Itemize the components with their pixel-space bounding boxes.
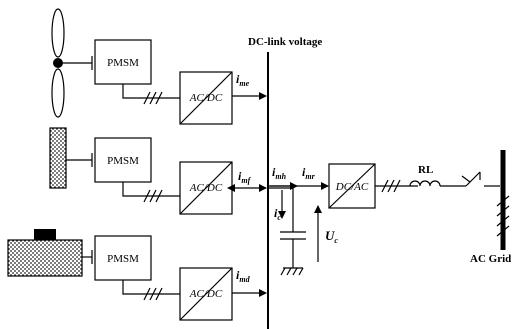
engine-top — [34, 229, 56, 240]
wire-capacitor — [268, 187, 294, 232]
pmsm-box-3 — [94, 235, 152, 281]
imf-main: i — [238, 169, 242, 183]
ac-dc-label-2: AC/DC — [189, 182, 223, 194]
uc-main: U — [325, 228, 335, 243]
three-phase-mark-2 — [143, 189, 163, 203]
ac-dc-label-1: AC/DC — [189, 92, 223, 104]
ground-icon — [280, 267, 304, 276]
energy-storage-icon — [49, 127, 67, 189]
grid-hatch — [496, 195, 510, 237]
current-label-ime: ime — [236, 72, 250, 88]
wire-pmsm2-rect — [122, 182, 180, 197]
current-label-imh: imh — [272, 165, 287, 181]
three-phase-mark-1 — [143, 91, 163, 105]
ime-main: i — [236, 72, 240, 86]
ac-dc-label-3: AC/DC — [189, 288, 223, 300]
pmsm-label-2: PMSM — [107, 155, 139, 167]
current-label-imf: imf — [238, 169, 252, 185]
switch-icon — [461, 171, 500, 187]
current-label-imd: imd — [236, 268, 251, 284]
three-phase-mark-out — [381, 179, 401, 193]
imr-main: i — [302, 165, 306, 179]
ac-grid-label: AC Grid — [470, 253, 511, 265]
rl-label: RL — [418, 164, 433, 176]
pmsm-label-1: PMSM — [107, 57, 139, 69]
imd-sub: md — [239, 275, 250, 284]
pmsm-box-1 — [94, 39, 152, 85]
ime-sub: me — [239, 79, 249, 88]
imh-sub: mh — [275, 172, 286, 181]
imf-sub: mf — [241, 176, 251, 185]
current-label-ic: ic — [274, 206, 281, 222]
imh-main: i — [272, 165, 276, 179]
ic-main: i — [274, 206, 278, 220]
wind-turbine-icon — [51, 8, 93, 118]
three-phase-mark-3 — [143, 287, 163, 301]
engine-icon — [7, 239, 83, 277]
inductor-icon — [409, 180, 441, 187]
pmsm-label-3: PMSM — [107, 253, 139, 265]
current-label-imr: imr — [302, 165, 316, 181]
uc-sub: c — [334, 236, 338, 245]
dc-link-label: DC-link voltage — [248, 36, 322, 48]
ic-sub: c — [277, 213, 281, 222]
wire-pmsm3-rect — [122, 280, 180, 295]
voltage-label-uc: Uc — [325, 228, 338, 245]
imd-main: i — [236, 268, 240, 282]
wire-pmsm1-rect — [122, 84, 180, 99]
dc-ac-label: DC/AC — [335, 181, 369, 193]
imr-sub: mr — [305, 172, 315, 181]
